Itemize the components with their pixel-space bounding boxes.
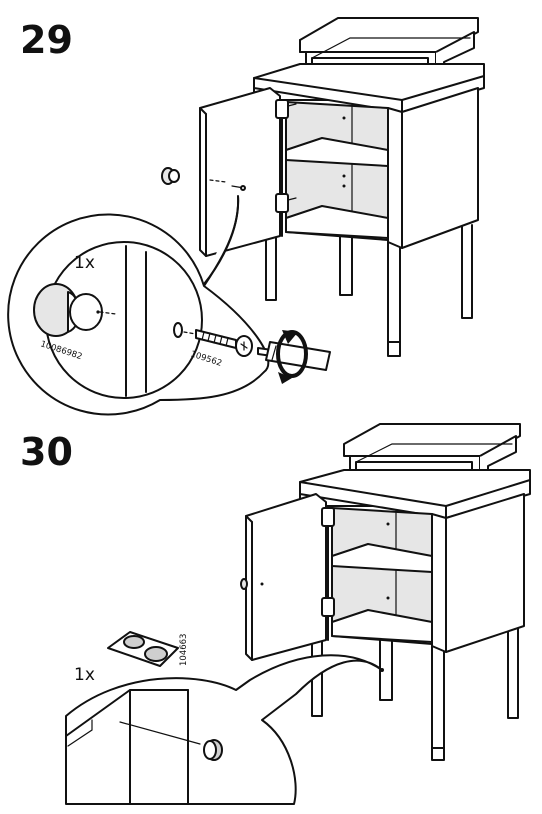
quantity-label-29: 1x	[74, 253, 95, 273]
part-number-pad: 104663	[179, 634, 189, 666]
step-number-30: 30	[20, 430, 73, 474]
rotate-arrow-icon	[276, 330, 308, 384]
screw-icon	[231, 185, 246, 191]
knob-icon	[161, 167, 180, 185]
detail-callout-29: 1x 10086982	[7, 195, 270, 416]
felt-pad-icon: 104663	[107, 631, 189, 667]
detail-callout-30: 1x	[65, 654, 383, 805]
nightstand-step-30	[240, 423, 531, 761]
quantity-label-30: 1x	[74, 665, 95, 685]
screwdriver-icon	[257, 341, 331, 371]
nightstand-step-29	[199, 17, 485, 357]
step-number-29: 29	[20, 18, 73, 62]
